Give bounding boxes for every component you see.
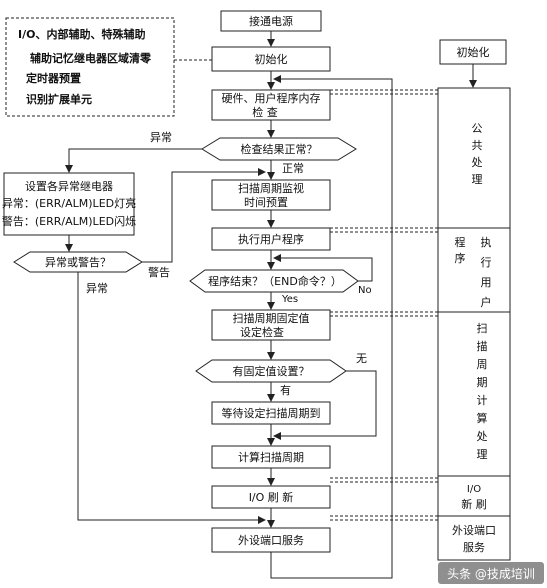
node-error-relays: 设置各异常继电器 异常：(ERR/ALM)LED灯亮 警告：(ERR/ALM)L…: [2, 172, 136, 236]
calc-scan-label: 计算扫描周期: [238, 450, 304, 464]
rc-common-1: 公: [472, 122, 483, 135]
rc-exec-3: 用: [481, 276, 492, 289]
io-refresh-label: I/O 刷 新: [249, 490, 294, 504]
node-io-refresh: I/O 刷 新: [211, 485, 331, 509]
scan-fixed-label-2: 设定检查: [240, 325, 284, 339]
rc-periph-1: 外设端口: [452, 524, 496, 537]
error-box-line-2: 异常：(ERR/ALM)LED灯亮: [2, 196, 136, 210]
node-error-or-warning: 异常或警告？: [13, 251, 143, 273]
init-label: 初始化: [255, 52, 288, 66]
node-calc-scan: 计算扫描周期: [211, 445, 331, 469]
rc-exec-box: [437, 227, 511, 313]
rc-scan-1: 扫: [477, 322, 488, 335]
power-on-label: 接通电源: [249, 14, 293, 28]
right-column: 初始化 公 共 处 理 程 序 执 行 用 户 扫 描 周 期 计 算 处 理 …: [437, 39, 511, 561]
rc-io-1: I/O: [467, 484, 481, 495]
node-scan-monitor: 扫描周期监视 时间预置: [211, 179, 331, 211]
watermark: 头条 @技成培训: [438, 562, 544, 584]
node-exec-user: 执行用户程序: [211, 227, 331, 251]
rc-scan-8: 理: [477, 448, 488, 461]
node-wait-scan: 等待设定扫描周期到: [211, 401, 331, 425]
label-has: 有: [280, 383, 291, 397]
rc-scan-3: 周: [477, 358, 488, 371]
node-program-end: 程序结束？（END命令？）: [189, 269, 359, 293]
note-line-2: 辅助记忆继电器区域清零: [30, 51, 152, 65]
error-box-line-3: 警告：(ERR/ALM)LED闪烁: [2, 214, 136, 228]
watermark-bg: [438, 562, 544, 584]
rc-common-box: [437, 87, 511, 229]
rc-exec-1: 执: [481, 235, 492, 249]
arrow-main-loop: [270, 75, 393, 579]
peripheral-label: 外设端口服务: [238, 534, 304, 547]
watermark-text: 头条 @技成培训: [447, 566, 535, 581]
node-has-fixed: 有固定值设置？: [195, 359, 347, 383]
arrow-none-bypass: [273, 370, 377, 440]
arrow-warning-loop: [142, 168, 266, 263]
rc-io-2: 新 刷: [461, 497, 487, 511]
node-scan-fixed: 扫描周期固定值 设定检查: [211, 309, 331, 341]
hw-check-label-1: 硬件、用户程序内存: [222, 91, 321, 105]
label-none: 无: [356, 352, 367, 365]
note-line-4: 识别扩展单元: [26, 92, 92, 106]
error-box-line-1: 设置各异常继电器: [25, 179, 113, 193]
hw-check-label-2: 检 查: [252, 105, 278, 119]
note-line-1: I/O、内部辅助、特殊辅助: [18, 27, 145, 41]
rc-common-4: 理: [472, 173, 483, 186]
label-normal: 正常: [282, 162, 304, 175]
rc-scan-5: 计: [477, 394, 488, 407]
label-warning: 警告: [148, 265, 170, 279]
rc-init-label: 初始化: [457, 45, 490, 59]
node-peripheral: 外设端口服务: [211, 527, 331, 553]
section-separators: [330, 89, 438, 521]
rc-periph-2: 服务: [463, 541, 485, 554]
node-power-on: 接通电源: [220, 10, 322, 32]
arrow-no-loop: [273, 254, 373, 282]
rc-exec-2: 行: [481, 256, 492, 269]
label-abnormal: 异常: [150, 131, 172, 144]
node-init: 初始化: [211, 46, 331, 72]
rc-program-1: 程: [455, 236, 466, 249]
has-fixed-label: 有固定值设置？: [233, 364, 310, 378]
rc-scan-4: 期: [477, 376, 488, 389]
wait-scan-label: 等待设定扫描周期到: [222, 406, 321, 420]
rc-common-2: 共: [472, 139, 483, 152]
label-abnormal-2: 异常: [86, 282, 108, 295]
rc-scan-box: [437, 311, 511, 477]
scan-fixed-label-1: 扫描周期固定值: [233, 311, 310, 325]
check-ok-label: 检查结果正常？: [241, 142, 318, 156]
rc-periph-box: [437, 515, 511, 561]
node-check-ok: 检查结果正常？: [201, 137, 357, 161]
error-or-warning-label: 异常或警告？: [45, 255, 111, 269]
rc-scan-2: 描: [477, 339, 488, 353]
label-no: No: [358, 285, 372, 296]
rc-program-2: 序: [455, 251, 466, 265]
label-yes: Yes: [281, 294, 298, 305]
rc-exec-4: 户: [481, 295, 492, 309]
rc-scan-7: 处: [477, 430, 488, 443]
arrow-check-abnormal: [65, 148, 202, 173]
arrow-abnormal-down: [77, 272, 266, 524]
rc-common-3: 处: [472, 156, 483, 169]
note-line-3: 定时器预置: [26, 71, 81, 85]
rc-scan-6: 算: [477, 411, 488, 425]
init-note: I/O、内部辅助、特殊辅助 辅助记忆继电器区域清零 定时器预置 识别扩展单元: [5, 17, 212, 117]
program-end-label: 程序结束？（END命令？）: [208, 274, 342, 288]
node-hw-check: 硬件、用户程序内存 检 查: [211, 89, 331, 121]
exec-user-label: 执行用户程序: [238, 232, 304, 246]
scan-monitor-label-2: 时间预置: [244, 196, 288, 209]
scan-monitor-label-1: 扫描周期监视: [238, 181, 304, 195]
